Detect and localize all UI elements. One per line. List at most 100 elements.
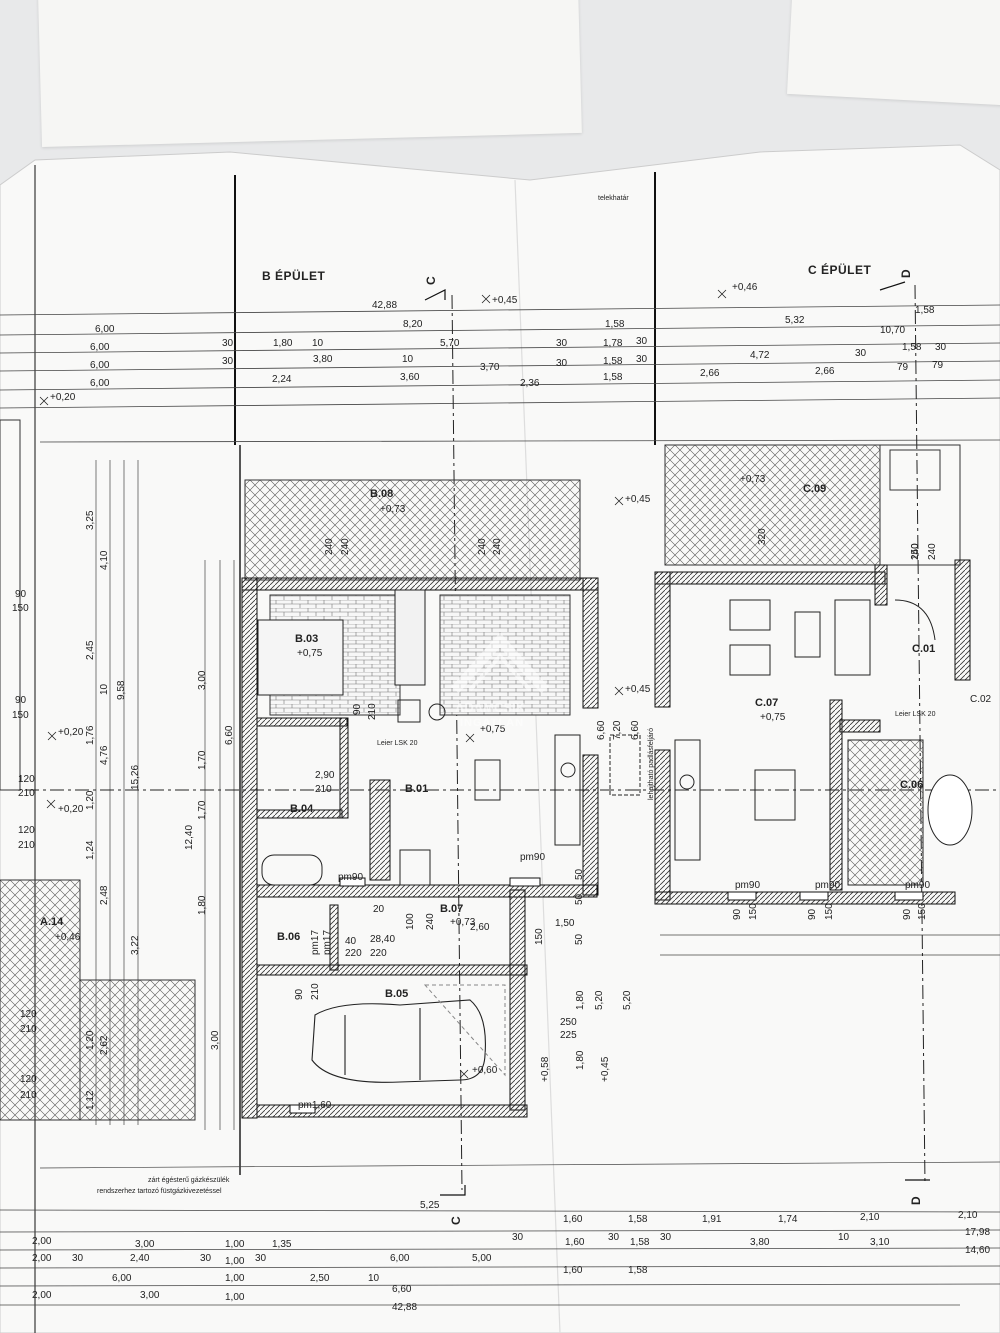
left-dim-14: 1,12: [85, 1090, 96, 1110]
inner-dim-9: 20: [373, 904, 385, 915]
room-c06: C.06: [900, 779, 923, 791]
bdim-r4-0: 6,00: [112, 1273, 132, 1284]
bdim-r2-5: 1,60: [565, 1237, 585, 1248]
left-dim-3: 10: [99, 683, 110, 695]
bdim-r2-0: 2,00: [32, 1236, 52, 1247]
dim-r2-7: 30: [636, 336, 648, 347]
chimney-b: [397, 699, 421, 723]
room-b04: B.04: [290, 803, 314, 815]
note-leier-c: Leier LSK 20: [895, 711, 936, 718]
dim-r3-7: 30: [636, 354, 648, 365]
bdim-r2-7: 1,58: [630, 1237, 650, 1248]
room-b07-level: +0,73: [450, 917, 476, 928]
room-c01: C.01: [912, 643, 935, 655]
bdim-r1-4: 1,74: [778, 1214, 798, 1225]
level-l020b: +0,20: [58, 727, 84, 738]
door-c01: [894, 599, 936, 641]
left-dim-12: 1,20: [85, 1030, 96, 1050]
mid-dim-3: 5,20: [594, 990, 605, 1010]
paper-fold: [514, 179, 561, 1333]
room-a14-level: +0,46: [55, 932, 81, 943]
inner-dim-22: 250: [560, 1017, 577, 1028]
a-building-edge: [0, 419, 21, 791]
bdim-r3-0: 2,00: [32, 1253, 52, 1264]
room-c07-level: +0,75: [760, 712, 786, 723]
dim-r4-5: 2,66: [700, 368, 720, 379]
side-dim-9: 210: [20, 1024, 37, 1035]
bdim-r2-10: 10: [838, 1232, 850, 1243]
inner-dim-13: 1,50: [555, 918, 575, 929]
side-dim-4: 120: [18, 774, 35, 785]
dim-r2-2: 1,80: [273, 338, 293, 349]
left-dim-6: 4,76: [99, 745, 110, 765]
dim-r4-4: 1,58: [603, 372, 623, 383]
bdim-r3-6: 6,00: [390, 1253, 410, 1264]
left-dim-9: 1,24: [85, 840, 96, 860]
bed-b03: [257, 619, 344, 696]
bdim-r3-5: 30: [255, 1253, 267, 1264]
dim-r3-5: 30: [556, 358, 568, 369]
left-dim-8: 1,20: [85, 790, 96, 810]
dim-r4-3: 2,36: [520, 378, 540, 389]
inner-dim-25: 50: [574, 868, 585, 880]
bdim-r2-9: 3,80: [750, 1237, 770, 1248]
dim-r1-1: 8,20: [403, 319, 423, 330]
bdim-r2-6: 30: [608, 1232, 620, 1243]
left-dim-15: 12,40: [184, 825, 195, 850]
bdim-r1-1: 1,60: [563, 1214, 583, 1225]
mid-dim-13: 150: [910, 543, 921, 560]
inner-dim-3: 210: [315, 784, 332, 795]
inner-dim-30: 150: [748, 903, 759, 920]
side-dim-6: 120: [18, 825, 35, 836]
bdim-r3-4: 1,00: [225, 1256, 245, 1267]
left-dim-5: 1,76: [85, 725, 96, 745]
level-l020a: +0,20: [50, 392, 76, 403]
room-b08: B.08: [370, 488, 393, 500]
side-dim-0: 90: [15, 589, 27, 600]
side-dim-2: 90: [15, 695, 27, 706]
left-dim-17: 1,70: [197, 750, 208, 770]
note-gas-2: rendszerhez tartozó füstgázkivezetéssel: [97, 1188, 222, 1195]
bdim-r1-3: 1,91: [702, 1214, 722, 1225]
wardrobe-b03: [394, 589, 426, 686]
mid-dim-12: 240: [910, 543, 921, 560]
bdim-r4-2: 2,50: [310, 1273, 330, 1284]
left-dim-2: 2,45: [85, 640, 96, 660]
dim-r3-9: 30: [855, 348, 867, 359]
section-arrow-d-top: [879, 281, 906, 291]
bathtub-c: [927, 774, 973, 846]
boundary-label: telekhatár: [598, 195, 629, 202]
room-c09: C.09: [803, 483, 826, 495]
left-dim-0: 3,25: [85, 510, 96, 530]
bdim-r3-2: 2,40: [130, 1253, 150, 1264]
plan-sheet: [0, 144, 1000, 1333]
section-d-bottom: D: [909, 1196, 923, 1205]
terrace-a-lower: [79, 979, 196, 1121]
mid-dim-6: 1,80: [575, 1050, 586, 1070]
dim-r4-0: 6,00: [90, 378, 110, 389]
inner-dim-29: 90: [732, 908, 743, 920]
room-b08-level: +0,73: [380, 504, 406, 515]
level-l045d: +0,45: [600, 1056, 611, 1082]
section-d-top: D: [899, 269, 913, 278]
room-a14: A.14: [40, 916, 64, 928]
left-dim-19: 1,80: [197, 895, 208, 915]
inner-dim-0: 90: [352, 703, 363, 715]
room-c07: C.07: [755, 697, 778, 709]
window-marks: [289, 877, 924, 1114]
left-dim-18: 1,70: [197, 800, 208, 820]
terrace-b08: [244, 479, 581, 581]
mid-dim-8: 240: [340, 538, 351, 555]
dim-r4-2: 3,60: [400, 372, 420, 383]
room-b05: B.05: [385, 988, 408, 1000]
watermark-line2: INGATLAN: [460, 717, 524, 729]
bdim-r3-3: 30: [200, 1253, 212, 1264]
room-b03: B.03: [295, 633, 318, 645]
dim-r2-0: 6,00: [90, 342, 110, 353]
inner-dim-1: 210: [367, 703, 378, 720]
terrace-a14: [0, 879, 81, 1121]
bdim-r2-2: 1,00: [225, 1239, 245, 1250]
